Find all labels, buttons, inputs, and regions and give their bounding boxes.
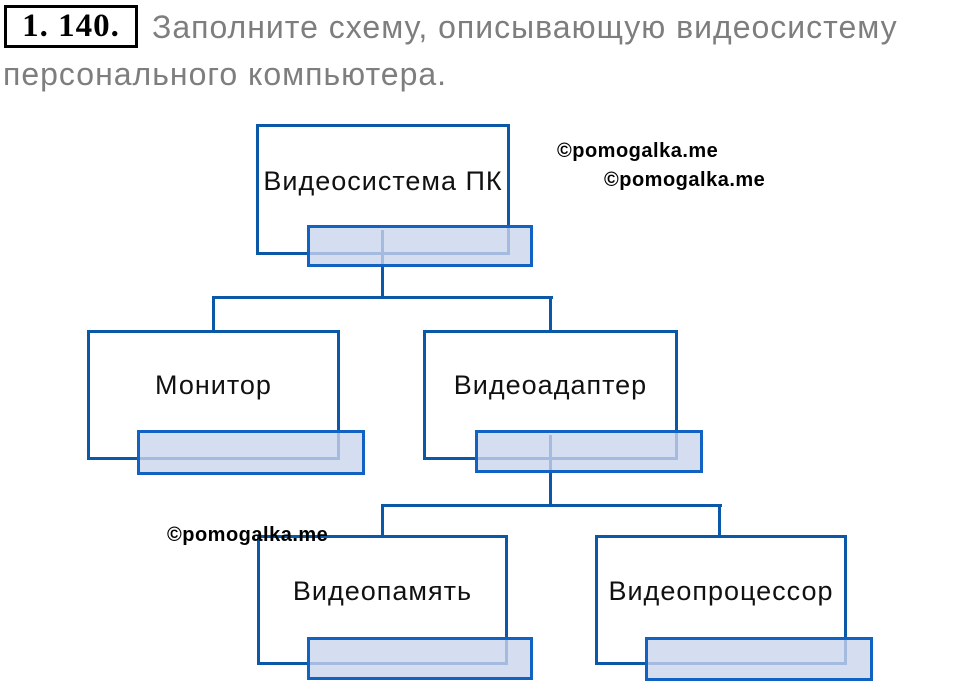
connector-level2-crossbar	[381, 504, 722, 507]
tree-node-videosystem-label: Видеосистема ПК	[263, 165, 503, 196]
watermark-pomogalka-1: ©pomogalka.me	[557, 140, 719, 162]
watermark-pomogalka-2: ©pomogalka.me	[604, 169, 766, 191]
connector-to-video-memory	[381, 504, 384, 538]
connector-to-adapter	[549, 296, 552, 333]
watermark-pomogalka-3: ©pomogalka.me	[167, 524, 329, 546]
answer-field-monitor[interactable]	[137, 430, 365, 475]
instruction-line-2: персонального компьютера.	[3, 56, 448, 92]
connector-to-monitor	[212, 296, 215, 333]
answer-field-video-adapter[interactable]	[475, 430, 703, 473]
connector-to-video-processor	[718, 504, 721, 538]
tree-node-video-adapter-label: Видеоадаптер	[453, 369, 648, 400]
task-number-label: 1. 140.	[22, 8, 120, 44]
answer-field-videosystem[interactable]	[307, 225, 533, 267]
tree-node-video-processor-label: Видеопроцессор	[608, 575, 834, 606]
answer-field-video-processor[interactable]	[645, 637, 873, 681]
tree-node-monitor-label: Монитор	[155, 369, 272, 400]
instruction-line-1: Заполните схему, описывающую видеосистем…	[152, 9, 898, 45]
task-number-box: 1. 140.	[4, 5, 138, 48]
tree-node-video-memory-label: Видеопамять	[292, 575, 473, 606]
answer-field-video-memory[interactable]	[307, 637, 533, 680]
connector-level1-crossbar	[212, 296, 553, 299]
